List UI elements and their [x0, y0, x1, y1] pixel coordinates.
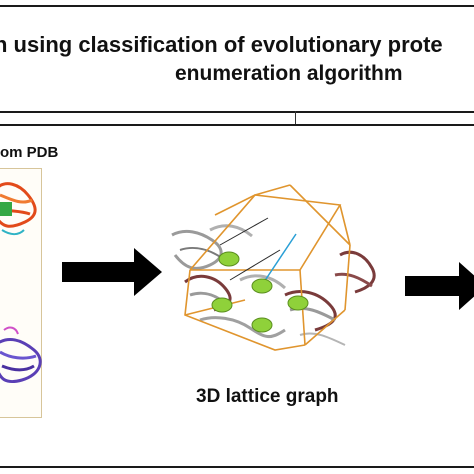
- top-panel: [0, 5, 474, 113]
- node: [251, 278, 273, 294]
- connector-tick: [295, 111, 296, 126]
- lattice-nodes: [211, 251, 309, 333]
- highlight-green: [0, 202, 12, 216]
- node: [287, 295, 309, 311]
- bottom-panel: [0, 124, 474, 468]
- lattice-inner-lines: [219, 217, 281, 281]
- pdb-label: om PDB: [0, 144, 59, 161]
- center-line: [261, 233, 297, 286]
- protein-structure-top: [0, 182, 37, 236]
- right-arrow-icon: [62, 248, 162, 296]
- diagram-title-line2: enumeration algorithm: [175, 62, 403, 85]
- lattice-proteins: [171, 224, 376, 346]
- node: [211, 297, 233, 313]
- protein-structure-bottom: [0, 326, 42, 384]
- node: [251, 317, 273, 333]
- right-arrow-icon: [405, 262, 474, 310]
- lattice-graph-caption: 3D lattice graph: [196, 386, 339, 407]
- node: [218, 251, 240, 267]
- diagram-title-line1: n using classification of evolutionary p…: [0, 32, 443, 57]
